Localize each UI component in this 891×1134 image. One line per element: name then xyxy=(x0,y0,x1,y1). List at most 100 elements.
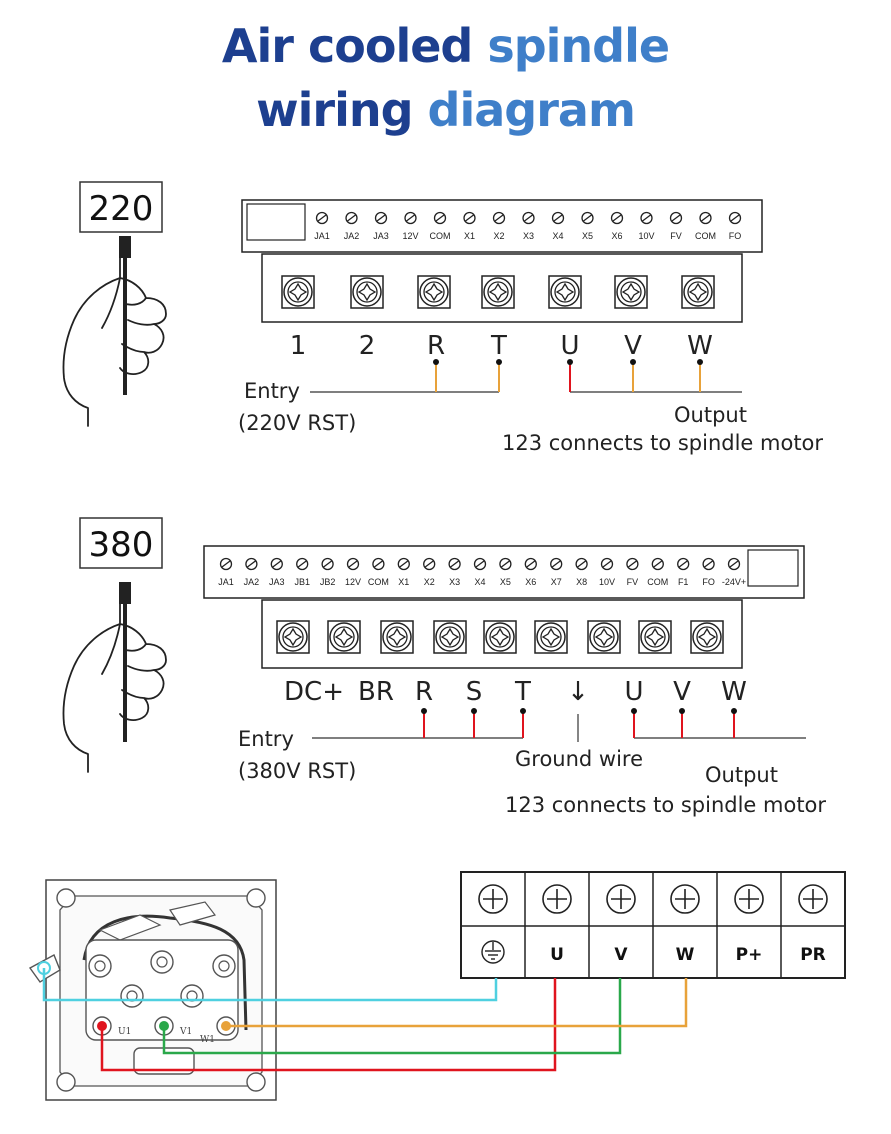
board-screw-icon xyxy=(734,884,764,914)
entry-sub-220: (220V RST) xyxy=(238,411,356,435)
control-terminal-label: 12V xyxy=(402,231,418,241)
terminal-screw-icon xyxy=(448,557,461,571)
terminal-screw-icon xyxy=(524,557,537,571)
ground-wire-cyan xyxy=(42,968,498,1002)
control-terminal-label: COM xyxy=(695,231,716,241)
terminal-screw-icon xyxy=(651,557,664,571)
power-screw-icon xyxy=(483,620,517,654)
control-terminal-label: 10V xyxy=(638,231,654,241)
control-terminal-label: X6 xyxy=(525,577,536,587)
control-terminal-label: X8 xyxy=(576,577,587,587)
voltage-label-380: 380 xyxy=(89,525,154,565)
power-screw-icon xyxy=(276,620,310,654)
voltage-label-220: 220 xyxy=(89,189,154,229)
power-screw-icon xyxy=(614,275,648,309)
strip-cover-plate xyxy=(747,549,799,587)
wire-w-orange xyxy=(226,978,688,1028)
power-screw-icon xyxy=(281,275,315,309)
terminal-screw-icon xyxy=(610,211,624,225)
power-terminal-label: 1 xyxy=(290,331,307,361)
control-terminal-label: F1 xyxy=(678,577,689,587)
power-terminal-label: S xyxy=(466,677,483,707)
power-terminal-label: W xyxy=(721,677,747,707)
board-screw-icon xyxy=(798,884,828,914)
control-terminal-label: -24V+ xyxy=(722,577,746,587)
control-terminal-label: X4 xyxy=(474,577,485,587)
power-screw-icon xyxy=(534,620,568,654)
title-light-part: spindle xyxy=(487,19,670,73)
cable-plug-icon xyxy=(119,236,131,258)
terminal-screw-icon xyxy=(397,557,410,571)
power-screw-icon xyxy=(681,275,715,309)
board-screw-icon xyxy=(606,884,636,914)
entry-sub-380: (380V RST) xyxy=(238,759,356,783)
control-terminal-label: 10V xyxy=(599,577,615,587)
terminal-screw-icon xyxy=(374,211,388,225)
terminal-screw-icon xyxy=(640,211,653,225)
title-dark-part: Air cooled xyxy=(221,19,488,73)
motor-terminal-v1: V1 xyxy=(179,1027,192,1037)
control-terminal-label: COM xyxy=(368,577,389,587)
entry-label-220: Entry xyxy=(244,379,300,403)
control-terminal-strip xyxy=(241,199,763,253)
voltage-tag-380 xyxy=(79,517,163,569)
control-terminal-label: X2 xyxy=(493,231,504,241)
page-title-line-1: Air cooled spindle xyxy=(0,18,891,74)
cable-plug-icon xyxy=(119,582,131,604)
wire-u-red xyxy=(100,978,557,1072)
power-screw-icon xyxy=(548,275,582,309)
control-terminal-label: X7 xyxy=(551,577,562,587)
power-terminal-label: ↓ xyxy=(567,677,589,707)
entry-label-380: Entry xyxy=(238,727,294,751)
power-terminal-label: U xyxy=(624,677,643,707)
terminal-screw-icon xyxy=(463,211,476,225)
control-terminal-label: JA2 xyxy=(244,577,260,587)
terminal-screw-icon xyxy=(727,557,741,571)
power-terminal-label: V xyxy=(624,331,642,361)
power-terminal-label: R xyxy=(415,677,433,707)
terminal-screw-icon xyxy=(345,211,358,225)
terminal-screw-icon xyxy=(702,557,715,571)
power-screw-icon xyxy=(481,275,515,309)
terminal-screw-icon xyxy=(677,557,690,571)
terminal-screw-icon xyxy=(219,557,233,571)
power-screw-icon xyxy=(417,275,451,309)
terminal-screw-icon xyxy=(473,557,487,571)
power-screw-icon xyxy=(690,620,724,654)
terminal-screw-icon xyxy=(492,211,506,225)
control-terminal-label: JA3 xyxy=(373,231,389,241)
power-terminal-label: DC+ xyxy=(284,677,344,707)
output-label-220: Output xyxy=(674,403,747,427)
power-terminal-label: U xyxy=(560,331,579,361)
power-terminal-label: R xyxy=(427,331,445,361)
spindle-motor-flange: U1 V1 W1 xyxy=(28,879,277,1101)
terminal-screw-icon xyxy=(728,211,742,225)
power-terminal-label: T xyxy=(490,331,507,361)
control-terminal-label: FV xyxy=(627,577,639,587)
motor-terminal-u1: U1 xyxy=(118,1027,131,1037)
control-terminal-label: X5 xyxy=(500,577,511,587)
board-label-pr: PR xyxy=(800,945,826,965)
motor-connection: U1 V1 W1 U V W P+ PR xyxy=(28,871,846,1101)
terminal-screw-icon xyxy=(499,557,512,571)
title-dark-part: wiring xyxy=(256,83,428,137)
power-terminal-label: W xyxy=(687,331,713,361)
board-screw-icon xyxy=(670,884,700,914)
power-screw-icon xyxy=(380,620,414,654)
control-terminal-label: COM xyxy=(647,577,668,587)
board-screw-icon xyxy=(542,884,572,914)
control-terminal-label: JA2 xyxy=(344,231,360,241)
terminal-screw-icon xyxy=(245,557,258,571)
control-terminal-label: X4 xyxy=(552,231,563,241)
terminal-screw-icon xyxy=(699,211,712,225)
terminal-screw-icon xyxy=(270,557,283,571)
control-terminal-label: FO xyxy=(729,231,742,241)
inverter-terminal-board: U V W P+ PR xyxy=(460,871,846,979)
terminal-screw-icon xyxy=(669,211,683,225)
